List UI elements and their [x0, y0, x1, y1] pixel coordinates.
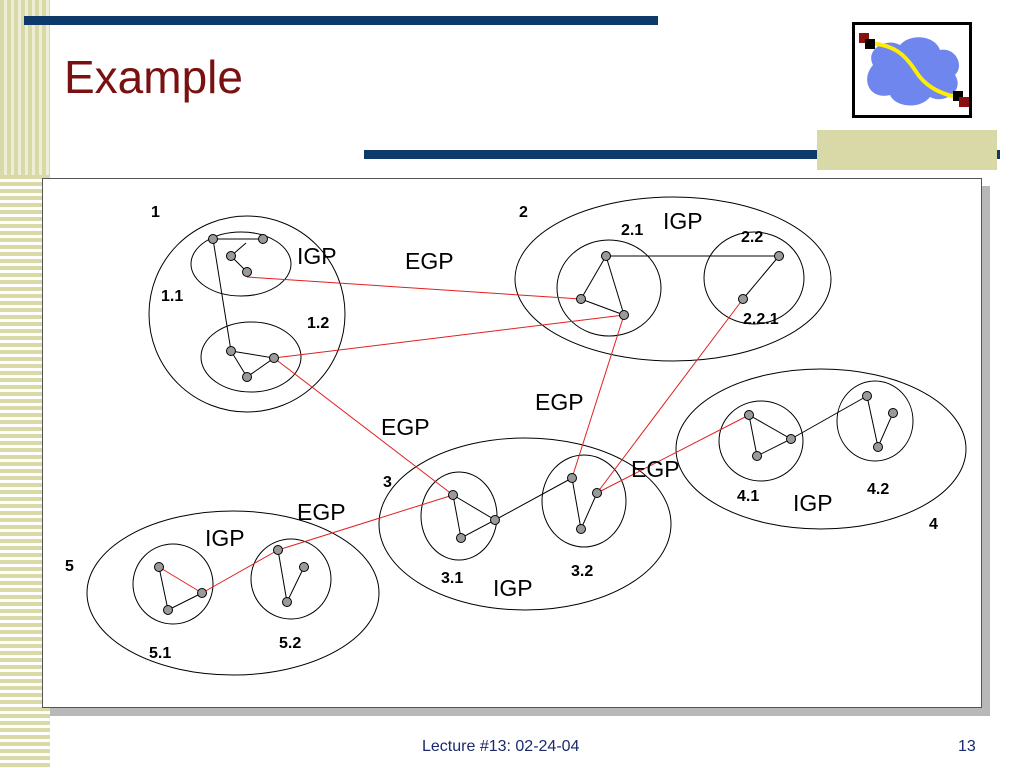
as-label-4: 4	[929, 516, 938, 533]
subnet-1-1	[190, 231, 292, 297]
accent-block	[817, 130, 997, 170]
subnet-label-5-1: 5.1	[149, 645, 171, 662]
network-diagram: 1 2 3 4 5 1.1 1.2 2.1 2.2 2.2.1 3.1 3.2 …	[65, 196, 967, 676]
subnet-label-2-2-1: 2.2.1	[743, 311, 779, 328]
cloud-icon	[859, 33, 969, 107]
corner-stripes	[0, 0, 50, 175]
egp-links	[158, 276, 750, 594]
as-label-5: 5	[65, 558, 74, 575]
egp-label-3: EGP	[381, 414, 430, 440]
slide-title: Example	[64, 51, 243, 103]
igp-label-as1: IGP	[297, 243, 337, 269]
igp-label-as4: IGP	[793, 490, 833, 516]
subnet-2-2	[703, 231, 805, 325]
subnet-label-1-1: 1.1	[161, 288, 183, 305]
subnet-4-1	[718, 400, 804, 482]
igp-label-as5: IGP	[205, 525, 245, 551]
subnet-label-5-2: 5.2	[279, 635, 301, 652]
subnet-2-1	[556, 239, 662, 337]
as2-boundary	[514, 196, 832, 362]
router-icon	[859, 33, 869, 43]
egp-label-2: EGP	[535, 389, 584, 415]
subnet-5-2	[250, 538, 332, 620]
subnet-3-1	[420, 471, 498, 561]
subnet-label-3-2: 3.2	[571, 563, 593, 580]
as-label-3: 3	[383, 474, 392, 491]
subnet-label-3-1: 3.1	[441, 570, 463, 587]
subnet-5-1	[132, 543, 214, 625]
as5-boundary	[86, 510, 380, 676]
diagram-panel: 1 2 3 4 5 1.1 1.2 2.1 2.2 2.2.1 3.1 3.2 …	[42, 178, 982, 708]
top-bar	[24, 16, 658, 25]
title-underline-bar	[364, 150, 1000, 159]
subnet-label-4-2: 4.2	[867, 481, 889, 498]
subnet-label-1-2: 1.2	[307, 315, 329, 332]
network-cloud-logo	[852, 22, 972, 118]
egp-label-4: EGP	[631, 456, 680, 482]
igp-label-as3: IGP	[493, 575, 533, 601]
as4-boundary	[675, 368, 967, 530]
as1-boundary	[148, 215, 346, 413]
page-number: 13	[958, 738, 976, 755]
subnet-1-2	[200, 321, 302, 393]
subnet-3-2	[541, 454, 627, 548]
subnet-4-2	[836, 380, 914, 462]
footer-lecture: Lecture #13: 02-24-04	[422, 738, 580, 755]
router-icon	[953, 91, 963, 101]
subnet-label-2-1: 2.1	[621, 222, 643, 239]
subnet-label-4-1: 4.1	[737, 488, 759, 505]
subnet-label-2-2: 2.2	[741, 229, 763, 246]
egp-label-1: EGP	[405, 248, 454, 274]
as3-boundary	[378, 437, 672, 611]
igp-links	[158, 238, 894, 611]
as-label-1: 1	[151, 204, 160, 221]
as-label-2: 2	[519, 204, 528, 221]
egp-label-5: EGP	[297, 499, 346, 525]
igp-label-as2: IGP	[663, 208, 703, 234]
router-nodes	[154, 234, 898, 615]
